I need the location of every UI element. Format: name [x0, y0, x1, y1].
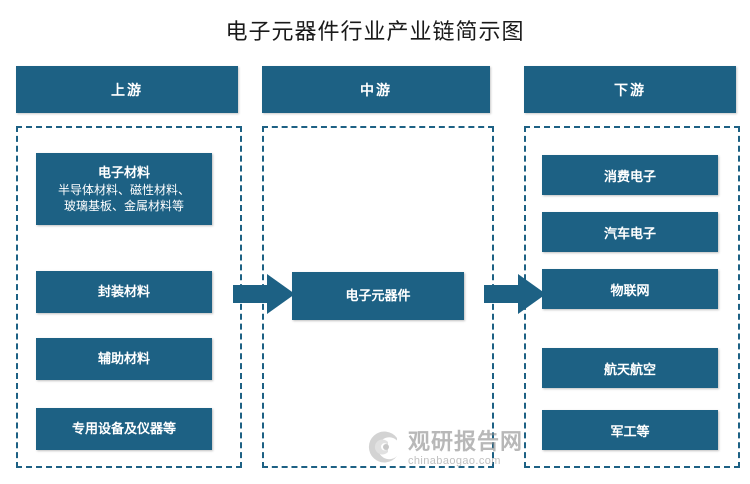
- upstream-item-electronic-materials: 电子材料 半导体材料、磁性材料、 玻璃基板、金属材料等: [36, 153, 212, 225]
- upstream-item-special-equipment: 专用设备及仪器等: [36, 408, 212, 450]
- upstream-item-title: 专用设备及仪器等: [71, 421, 176, 436]
- upstream-item-subtitle: 半导体材料、磁性材料、 玻璃基板、金属材料等: [57, 183, 190, 213]
- downstream-item-automotive-electronics: 汽车电子: [542, 212, 718, 252]
- column-header-downstream: 下游: [524, 66, 736, 113]
- downstream-item-title: 消费电子: [603, 168, 656, 184]
- downstream-item-consumer-electronics: 消费电子: [542, 155, 718, 195]
- arrow-midstream-to-downstream-icon: [484, 272, 548, 316]
- column-header-midstream: 中游: [262, 66, 490, 113]
- upstream-item-packaging-materials: 封装材料: [36, 271, 212, 313]
- upstream-item-title: 电子材料: [97, 165, 150, 180]
- downstream-item-title: 军工等: [610, 423, 650, 439]
- arrow-upstream-to-midstream-icon: [233, 272, 297, 316]
- downstream-item-aerospace: 航天航空: [542, 348, 718, 388]
- upstream-item-title: 封装材料: [97, 284, 150, 299]
- downstream-item-title: 物联网: [610, 282, 650, 298]
- midstream-item-title: 电子元器件: [345, 288, 411, 303]
- downstream-item-title: 汽车电子: [603, 225, 656, 241]
- downstream-item-title: 航天航空: [603, 361, 656, 377]
- upstream-item-auxiliary-materials: 辅助材料: [36, 338, 212, 380]
- downstream-item-iot: 物联网: [542, 269, 718, 309]
- column-header-upstream: 上游: [16, 66, 238, 113]
- downstream-item-military: 军工等: [542, 410, 718, 450]
- page-title: 电子元器件行业产业链简示图: [225, 19, 525, 44]
- midstream-item-electronic-components: 电子元器件: [292, 272, 464, 320]
- upstream-item-title: 辅助材料: [97, 351, 150, 366]
